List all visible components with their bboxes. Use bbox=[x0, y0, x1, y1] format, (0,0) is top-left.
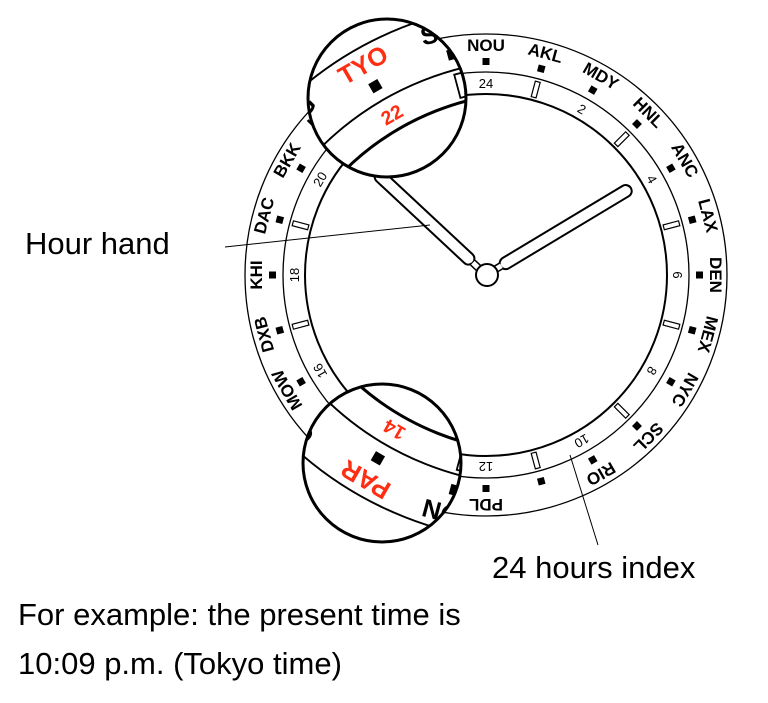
caption-line-1: For example: the present time is bbox=[18, 597, 461, 632]
city-marker bbox=[587, 455, 598, 465]
caption-line-2: 10:09 p.m. (Tokyo time) bbox=[18, 646, 342, 681]
hour-tick bbox=[613, 130, 631, 148]
hour-tick bbox=[291, 220, 310, 231]
city-marker bbox=[696, 271, 703, 279]
magnifier-top bbox=[306, 17, 468, 179]
city-label: KHI bbox=[247, 260, 266, 289]
city-marker bbox=[275, 325, 285, 335]
city-marker bbox=[536, 476, 546, 486]
city-marker bbox=[687, 325, 697, 335]
magnifier-bottom bbox=[301, 382, 463, 544]
city-marker bbox=[666, 376, 676, 387]
hour-hand-label: Hour hand bbox=[25, 226, 170, 261]
city-marker bbox=[275, 215, 285, 225]
hour-number: 12 bbox=[479, 459, 493, 474]
hands bbox=[373, 169, 633, 287]
hours-index-label: 24 hours index bbox=[492, 550, 696, 585]
hour-number: 24 bbox=[479, 76, 493, 91]
hour-number: 18 bbox=[287, 268, 302, 282]
hour-number: 10 bbox=[572, 431, 592, 451]
hour-number: 6 bbox=[670, 271, 685, 278]
hour-tick bbox=[291, 319, 310, 330]
city-marker bbox=[482, 485, 490, 492]
hours-index-leader bbox=[569, 454, 599, 546]
dial-face-edge bbox=[304, 93, 668, 457]
city-marker bbox=[296, 376, 306, 387]
hour-tick bbox=[530, 80, 541, 99]
city-label: DEN bbox=[706, 257, 725, 293]
hours-ring-edge bbox=[282, 71, 690, 479]
center-hub bbox=[475, 263, 499, 287]
hour-tick bbox=[613, 402, 631, 420]
city-marker bbox=[269, 271, 276, 279]
city-label: PDL bbox=[469, 495, 503, 514]
hour-number: 16 bbox=[310, 361, 330, 381]
city-marker bbox=[536, 64, 546, 74]
hour-number: 20 bbox=[310, 169, 330, 189]
city-marker bbox=[666, 163, 676, 174]
city-marker bbox=[587, 85, 598, 95]
city-label: NOU bbox=[467, 36, 505, 55]
city-marker bbox=[687, 215, 697, 225]
hour-hand-leader bbox=[224, 224, 431, 248]
city-marker bbox=[296, 163, 306, 174]
hour-tick bbox=[662, 220, 681, 231]
city-marker bbox=[482, 58, 490, 65]
hour-tick bbox=[662, 319, 681, 330]
hour-tick bbox=[530, 451, 541, 470]
